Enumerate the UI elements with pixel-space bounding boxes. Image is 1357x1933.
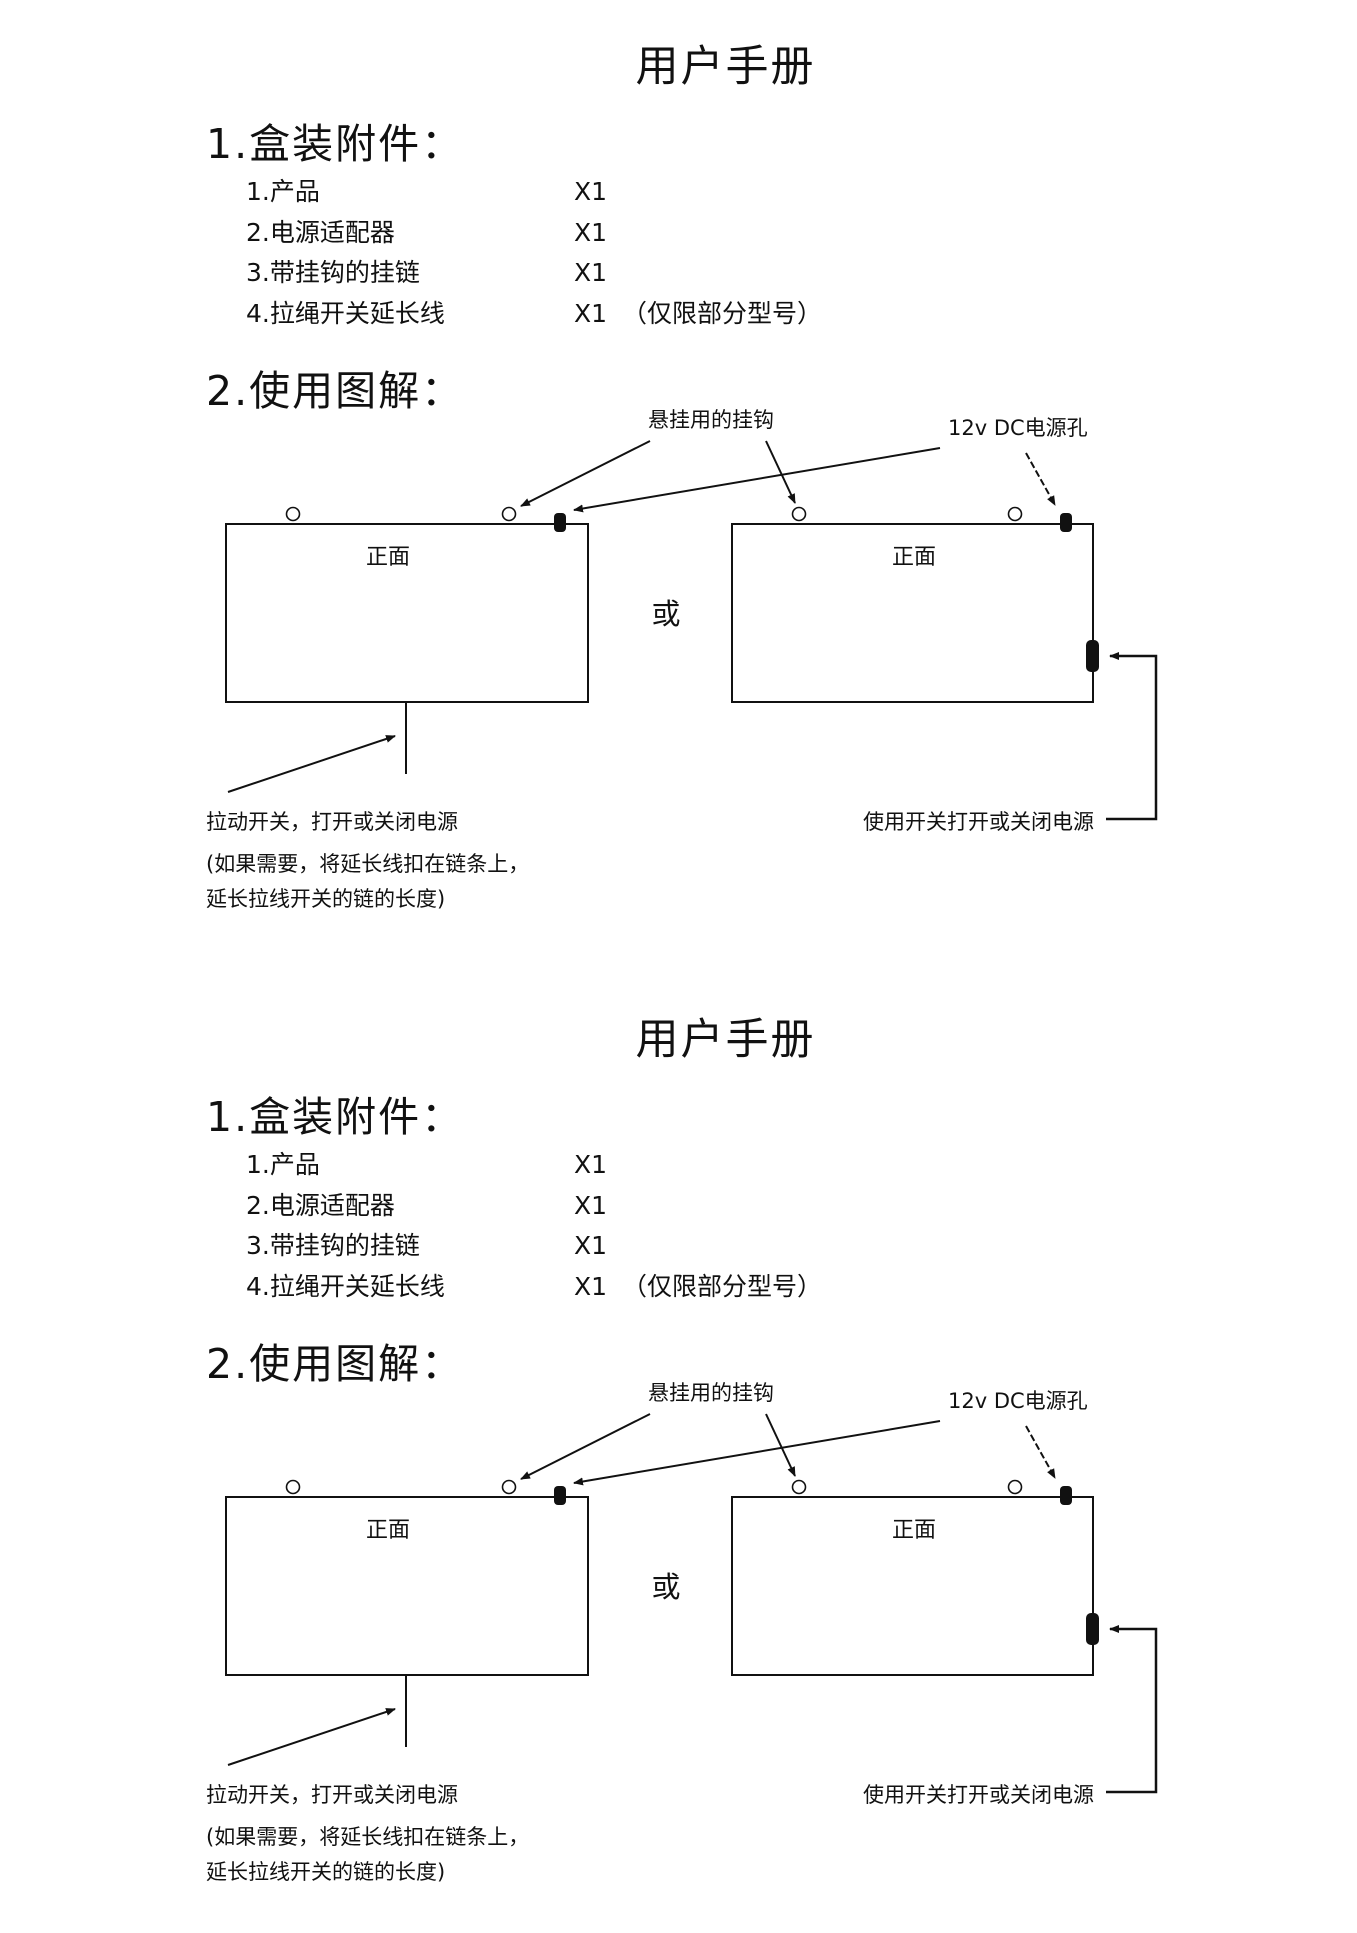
pull-switch-note-line-2: 延长拉线开关的链的长度) [206,887,445,911]
switch-label: 使用开关打开或关闭电源 [863,1783,1094,1807]
dc-power-jack-icon [1060,513,1072,532]
hook-arrow-left [520,440,651,507]
item-name: 4.拉绳开关延长线 [246,298,445,328]
list-item: 4.拉绳开关延长线 X1 （仅限部分型号） [246,1267,946,1308]
hook-label: 悬挂用的挂钩 [648,408,774,432]
list-item: 2.电源适配器 X1 [246,213,946,254]
item-name: 3.带挂钩的挂链 [246,1231,420,1260]
or-label: 或 [651,597,680,631]
hanging-hook-icon [285,1479,301,1495]
item-name: 2.电源适配器 [246,217,395,247]
item-quantity: X1 [574,1271,608,1301]
switch-arrow [1106,652,1158,821]
box-contents-heading: 1.盒装附件： [206,1093,465,1141]
hanging-hook-icon [285,506,301,522]
hanging-hook-icon [1007,506,1023,522]
usage-heading: 2.使用图解： [206,1340,465,1388]
dc-arrow-left [573,1420,941,1486]
item-name: 4.拉绳开关延长线 [246,1271,445,1301]
hanging-hook-icon [1007,1479,1023,1495]
item-quantity: X1 [574,1190,608,1220]
item-name: 3.带挂钩的挂链 [246,258,420,287]
manual-section-1: 用户手册 1.盒装附件： 1.产品 X1 2.电源适配器 X1 3.带挂钩的挂链… [0,0,1357,960]
hook-arrow-left [520,1413,651,1480]
item-note: （仅限部分型号） [622,298,823,328]
box-contents-list: 1.产品 X1 2.电源适配器 X1 3.带挂钩的挂链 X1 4.拉绳开关延长线… [246,1145,946,1307]
manual-section-2: 用户手册 1.盒装附件： 1.产品 X1 2.电源适配器 X1 3.带挂钩的挂链… [0,973,1357,1933]
dc-power-jack-icon [1060,1486,1072,1505]
front-panel-right [731,523,1094,703]
pull-switch-label: 拉动开关，打开或关闭电源 [206,810,458,834]
pull-switch-label: 拉动开关，打开或关闭电源 [206,1783,458,1807]
power-switch-icon [1086,1613,1099,1645]
hanging-hook-icon [791,1479,807,1495]
list-item: 3.带挂钩的挂链 X1 [246,1226,946,1267]
usage-heading: 2.使用图解： [206,367,465,415]
front-panel-right [731,1496,1094,1676]
list-item: 1.产品 X1 [246,172,946,213]
list-item: 1.产品 X1 [246,1145,946,1186]
front-label: 正面 [892,545,936,570]
pull-switch-arrow [227,735,396,793]
item-quantity: X1 [574,258,608,287]
page-title: 用户手册 [635,1015,816,1065]
hanging-hook-icon [501,1479,517,1495]
dc-jack-label: 12v DC电源孔 [948,416,1088,440]
item-quantity: X1 [574,217,608,247]
usage-diagram: 正面 或 正面 悬挂用的挂钩 12v DC电源孔 拉动开关，打开或关闭电源 (如 [206,1381,1158,1884]
item-quantity: X1 [574,298,608,328]
hook-arrow-right [765,440,796,504]
switch-arrow [1106,1625,1158,1794]
pull-switch-arrow [227,1708,396,1766]
item-quantity: X1 [574,1150,608,1179]
hanging-hook-icon [501,506,517,522]
item-name: 1.产品 [246,1150,320,1179]
list-item: 3.带挂钩的挂链 X1 [246,253,946,294]
list-item: 2.电源适配器 X1 [246,1186,946,1227]
front-label: 正面 [366,545,410,570]
dc-power-jack-icon [554,513,566,532]
pull-switch-note-line-2: 延长拉线开关的链的长度) [206,1860,445,1884]
item-note: （仅限部分型号） [622,1271,823,1301]
item-quantity: X1 [574,177,608,206]
item-name: 1.产品 [246,177,320,206]
hook-label: 悬挂用的挂钩 [648,1381,774,1405]
front-label: 正面 [892,1518,936,1543]
dc-power-jack-icon [554,1486,566,1505]
pull-switch-note-line-1: (如果需要，将延长线扣在链条上， [206,852,529,876]
pull-switch-note-line-1: (如果需要，将延长线扣在链条上， [206,1825,529,1849]
usage-diagram: 正面 或 正面 悬挂用的挂钩 12v DC电源孔 拉动开关，打开或关闭电源 (如 [206,408,1158,911]
or-label: 或 [651,1570,680,1604]
hook-arrow-right [765,1413,796,1477]
item-quantity: X1 [574,1231,608,1260]
dc-jack-label: 12v DC电源孔 [948,1389,1088,1413]
box-contents-list: 1.产品 X1 2.电源适配器 X1 3.带挂钩的挂链 X1 4.拉绳开关延长线… [246,172,946,334]
front-label: 正面 [366,1518,410,1543]
switch-label: 使用开关打开或关闭电源 [863,810,1094,834]
hanging-hook-icon [791,506,807,522]
box-contents-heading: 1.盒装附件： [206,120,465,168]
page-title: 用户手册 [635,42,816,92]
dc-arrow-right [1025,452,1056,506]
dc-arrow-right [1025,1425,1056,1479]
dc-arrow-left [573,447,941,513]
power-switch-icon [1086,640,1099,672]
list-item: 4.拉绳开关延长线 X1 （仅限部分型号） [246,294,946,335]
item-name: 2.电源适配器 [246,1190,395,1220]
